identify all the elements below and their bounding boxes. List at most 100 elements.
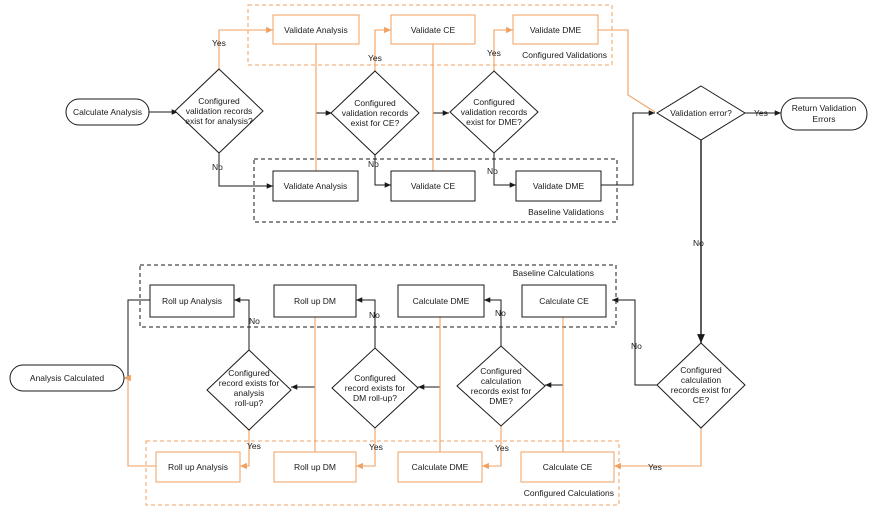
arrow-no-ce [374,155,391,188]
decision-line: exist for DME? [466,117,522,127]
decision-line: DM roll-up? [353,393,397,403]
decision-line: Configured [354,98,396,108]
cv-ce-label: Validate CE [411,25,456,35]
return-errors-line-1: Return Validation [792,103,857,113]
cc-rollup-analysis-label: Roll up Analysis [168,462,228,472]
return-errors-terminal: Return Validation Errors [780,97,868,131]
arrow-cc-analysis-to-end [124,374,156,467]
label-yes: Yes [487,48,501,58]
bc-rollup-analysis-box [149,284,235,318]
bc-calc-dme-box [397,284,485,318]
decision-validation-dme: Configured validation records exist for … [449,70,539,154]
arrow-no-dme [493,153,516,188]
decision-line: calculation [481,376,521,386]
label-no: No [369,310,380,320]
decision-validation-ce: Configured validation records exist for … [330,70,420,156]
arrow-no-rollup-analysis [234,297,250,350]
arrow-yes-rollup-analysis [240,430,250,470]
decision-line: record exists for [219,378,280,388]
label-no: No [693,238,704,248]
configured-calculations-label: Configured Calculations [524,488,614,498]
decision-line: Validation error? [670,108,732,118]
label-no: No [368,159,379,169]
configured-calculations-group [145,440,620,506]
decision-line: analysis [234,388,265,398]
decision-line: validation records [461,107,528,117]
label-yes: Yes [495,443,509,453]
end-terminal-label: Analysis Calculated [30,373,104,383]
decision-line: Configured [680,365,722,375]
arrow-bv-dme-to-error [601,110,655,186]
arrow-no-analysis [218,153,273,189]
decision-line: Configured [228,368,270,378]
decision-line: DME? [489,396,513,406]
label-yes: Yes [369,442,383,452]
baseline-validations-group [253,158,618,223]
configured-validations-group [247,4,613,66]
decision-line: calculation [681,375,721,385]
bv-ce-box [390,170,476,202]
baseline-calculations-label: Baseline Calculations [513,268,594,278]
bc-calc-dme-label: Calculate DME [413,296,470,306]
label-no: No [495,308,506,318]
decision-line: Configured [354,373,396,383]
cv-dme-label: Validate DME [530,25,582,35]
arrow-yes-dme [493,26,513,71]
decision-calc-ce: Configured calculation records exist for… [656,342,746,429]
decision-line: records exist for [471,386,532,396]
arrow-bv-analysis-to-decision [315,110,332,171]
decision-calc-dme: Configured calculation records exist for… [456,345,546,427]
bv-dme-label: Validate DME [533,181,585,191]
decision-line: records exist for [671,385,732,395]
arrow-no-calc-ce [612,297,658,386]
bv-analysis-label: Validate Analysis [284,181,348,191]
line-cv-dme-to-error [598,29,656,113]
bc-rollup-dm-box [273,284,357,318]
decision-line: validation records [186,106,253,116]
bv-ce-label: Validate CE [411,181,456,191]
decision-validation-analysis: Configured validation records exist for … [174,68,264,154]
decision-line: Configured [480,366,522,376]
arrow-yes-calc-dme [482,426,502,470]
return-errors-line-2: Errors [812,114,835,124]
decision-rollup-dm: Configured record exists for DM roll-up? [331,347,419,429]
cc-calc-dme-label: Calculate DME [412,462,469,472]
decision-line: roll-up? [235,398,264,408]
cc-calc-ce-label: Calculate CE [543,462,593,472]
cv-dme-box [512,14,599,45]
decision-rollup-analysis: Configured record exists for analysis ro… [206,349,292,431]
arrow-yes-rollup-dm [356,428,376,470]
cv-ce-box [390,14,476,45]
bc-rollup-analysis-label: Roll up Analysis [162,296,222,306]
label-no: No [631,341,642,351]
arrow-bv-ce-to-decision [432,110,449,171]
arrow-bc-analysis-to-end [124,299,150,381]
cc-rollup-analysis-box [155,451,241,483]
decision-line: validation records [342,108,409,118]
label-yes: Yes [247,441,261,451]
bc-rollup-dm-label: Roll up DM [294,296,336,306]
decision-line: exist for analysis? [185,116,253,126]
cv-analysis-label: Validate Analysis [284,25,348,35]
label-no: No [212,162,223,172]
baseline-calculations-group [139,264,617,328]
label-no: No [249,316,260,326]
arrow-yes-ce [374,26,391,71]
label-yes: Yes [368,53,382,63]
arrow-yes-analysis [218,26,273,69]
decision-validation-error: Validation error? [656,85,746,141]
decision-line: exist for CE? [351,118,400,128]
cv-analysis-box [272,14,360,45]
arrow-yes-calc-ce [614,428,702,470]
bv-dme-box [515,170,602,202]
label-no: No [487,166,498,176]
label-yes: Yes [212,38,226,48]
decision-line: Configured [473,97,515,107]
arrow-bc-ce-to-dme-decision [545,317,564,388]
cc-calc-dme-box [397,451,483,483]
bv-analysis-box [272,170,359,202]
cc-rollup-dm-box [273,451,357,483]
decision-line: record exists for [345,383,406,393]
baseline-validations-label: Baseline Validations [528,207,604,217]
